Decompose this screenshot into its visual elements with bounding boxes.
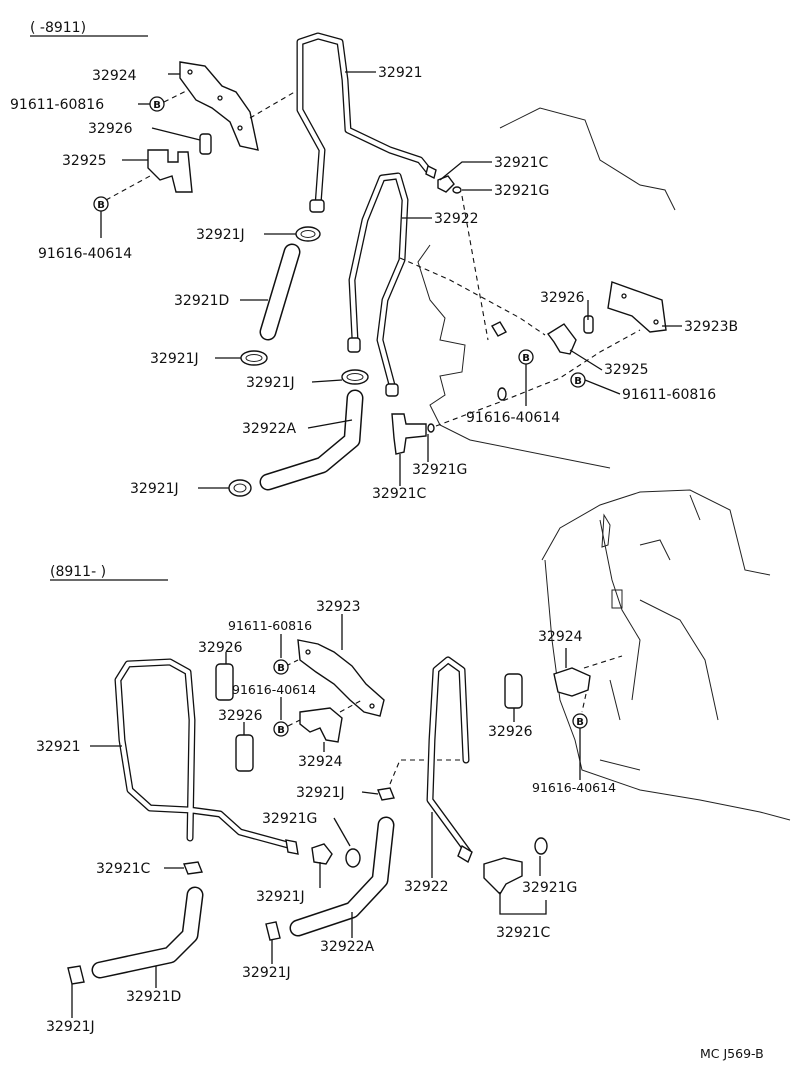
range-lower: (8911- ) <box>50 564 106 580</box>
bracket-32924 <box>179 61 259 151</box>
clip-32921J-upper-2 <box>240 350 268 366</box>
svg-text:B: B <box>97 200 105 211</box>
label-lower-32924-right: 32924 <box>538 629 583 645</box>
clamp-32925-upper-left <box>147 149 193 193</box>
label-lower-32926-right: 32926 <box>488 724 533 740</box>
svg-text:B: B <box>153 100 161 111</box>
label-upper-32921G-top: 32921G <box>494 183 549 199</box>
clip-32921J-upper-1 <box>295 226 321 242</box>
collar-32926-lower-2 <box>235 734 254 772</box>
clip-32921J-upper-3 <box>341 369 369 385</box>
label-upper-32921J-2: 32921J <box>150 351 199 367</box>
collar-32926-lower-1 <box>215 663 234 701</box>
bracket-32923B <box>607 281 667 333</box>
connector-32921C-lower-right <box>483 857 523 896</box>
connector-32921C-upper-bottom <box>391 413 427 455</box>
range-upper: ( -8911) <box>30 20 86 36</box>
label-lower-32921C-left: 32921J <box>256 889 305 905</box>
engine-outline-lower <box>541 489 791 821</box>
label-lower-32922: 32922 <box>404 879 449 895</box>
label-upper-91611-60816-right: 91611-60816 <box>622 387 716 403</box>
gasket-32921G-lower-right <box>534 837 548 855</box>
clip-32921J-lower-4 <box>67 965 85 985</box>
label-upper-32924: 32924 <box>92 68 137 84</box>
gasket-32921G-lower-left <box>345 848 361 868</box>
label-upper-32926-left: 32926 <box>88 121 133 137</box>
label-upper-32925-left: 32925 <box>62 153 107 169</box>
label-lower-32922A: 32922A <box>320 939 375 955</box>
label-upper-91616-40614-right: 91616-40614 <box>466 410 560 426</box>
svg-text:B: B <box>576 717 584 728</box>
label-lower-32921C-right: 32921C <box>496 925 551 941</box>
label-lower-32921D: 32921D <box>126 989 181 1005</box>
label-lower-32923: 32923 <box>316 599 361 615</box>
connector-32921C-upper-top <box>437 175 455 193</box>
label-lower-32921J-1: 32921J <box>296 785 345 801</box>
label-upper-32921G-bottom: 32921G <box>412 462 467 478</box>
label-upper-91611-60816-left: 91611-60816 <box>10 97 104 113</box>
collar-32926-lower-right <box>504 673 523 709</box>
clamp-32925-upper-right <box>546 323 577 355</box>
label-lower-32921G-left: 32921G <box>262 811 317 827</box>
label-upper-91616-40614-left: 91616-40614 <box>38 246 132 262</box>
label-lower-32921J-3: 32921J <box>242 965 291 981</box>
clip-32921J-lower-3 <box>265 921 281 941</box>
clip-32921J-lower-2 <box>377 787 395 801</box>
clamp-32924-lower-left <box>299 707 343 743</box>
label-upper-32921C-bottom: 32921C <box>372 486 427 502</box>
label-upper-32921J-1: 32921J <box>196 227 245 243</box>
lower-section: (8911- ) B B <box>36 489 791 1061</box>
gasket-32921G-upper-top <box>452 186 462 194</box>
label-upper-32925-right: 32925 <box>604 362 649 378</box>
label-lower-32921J-2: 32921C <box>96 861 151 877</box>
label-upper-32926-right: 32926 <box>540 290 585 306</box>
label-upper-32922: 32922 <box>434 211 479 227</box>
label-lower-91616-40614-right: 91616-40614 <box>532 780 616 795</box>
clip-32921J-lower-1 <box>183 861 203 875</box>
bolt-91616-lower-left <box>273 721 289 737</box>
label-upper-32921C-top: 32921C <box>494 155 549 171</box>
connector-32921C-lower-left <box>311 843 333 865</box>
label-lower-32921J-4: 32921J <box>46 1019 95 1035</box>
bracket-32923 <box>297 639 385 717</box>
svg-text:B: B <box>277 725 285 736</box>
label-lower-32924-left: 32924 <box>298 754 343 770</box>
label-upper-32923B: 32923B <box>684 319 738 335</box>
svg-text:B: B <box>574 376 582 387</box>
label-upper-32921: 32921 <box>378 65 423 81</box>
label-lower-91616-40614-left: 91616-40614 <box>232 682 316 697</box>
label-upper-32922A: 32922A <box>242 421 297 437</box>
gasket-32921G-upper-bottom <box>427 423 435 433</box>
clamp-32924-lower-right <box>553 667 591 697</box>
collar-32926-upper-left <box>199 133 212 155</box>
label-upper-32921J-4: 32921J <box>130 481 179 497</box>
svg-text:B: B <box>522 353 530 364</box>
label-lower-32921G-right: 32921G <box>522 880 577 896</box>
label-lower-91611-60816: 91611-60816 <box>228 618 312 633</box>
label-lower-32921: 32921 <box>36 739 81 755</box>
diagram-code: MC J569-B <box>700 1046 764 1061</box>
label-upper-32921J-3: 32921J <box>246 375 295 391</box>
bolt-91611-lower <box>273 659 289 675</box>
label-lower-32926-1: 32926 <box>198 640 243 656</box>
svg-text:B: B <box>277 663 285 674</box>
label-upper-32921D: 32921D <box>174 293 229 309</box>
upper-section: ( -8911) B B <box>10 20 738 502</box>
clip-32921J-upper-4 <box>228 479 252 497</box>
label-lower-32926-2: 32926 <box>218 708 263 724</box>
